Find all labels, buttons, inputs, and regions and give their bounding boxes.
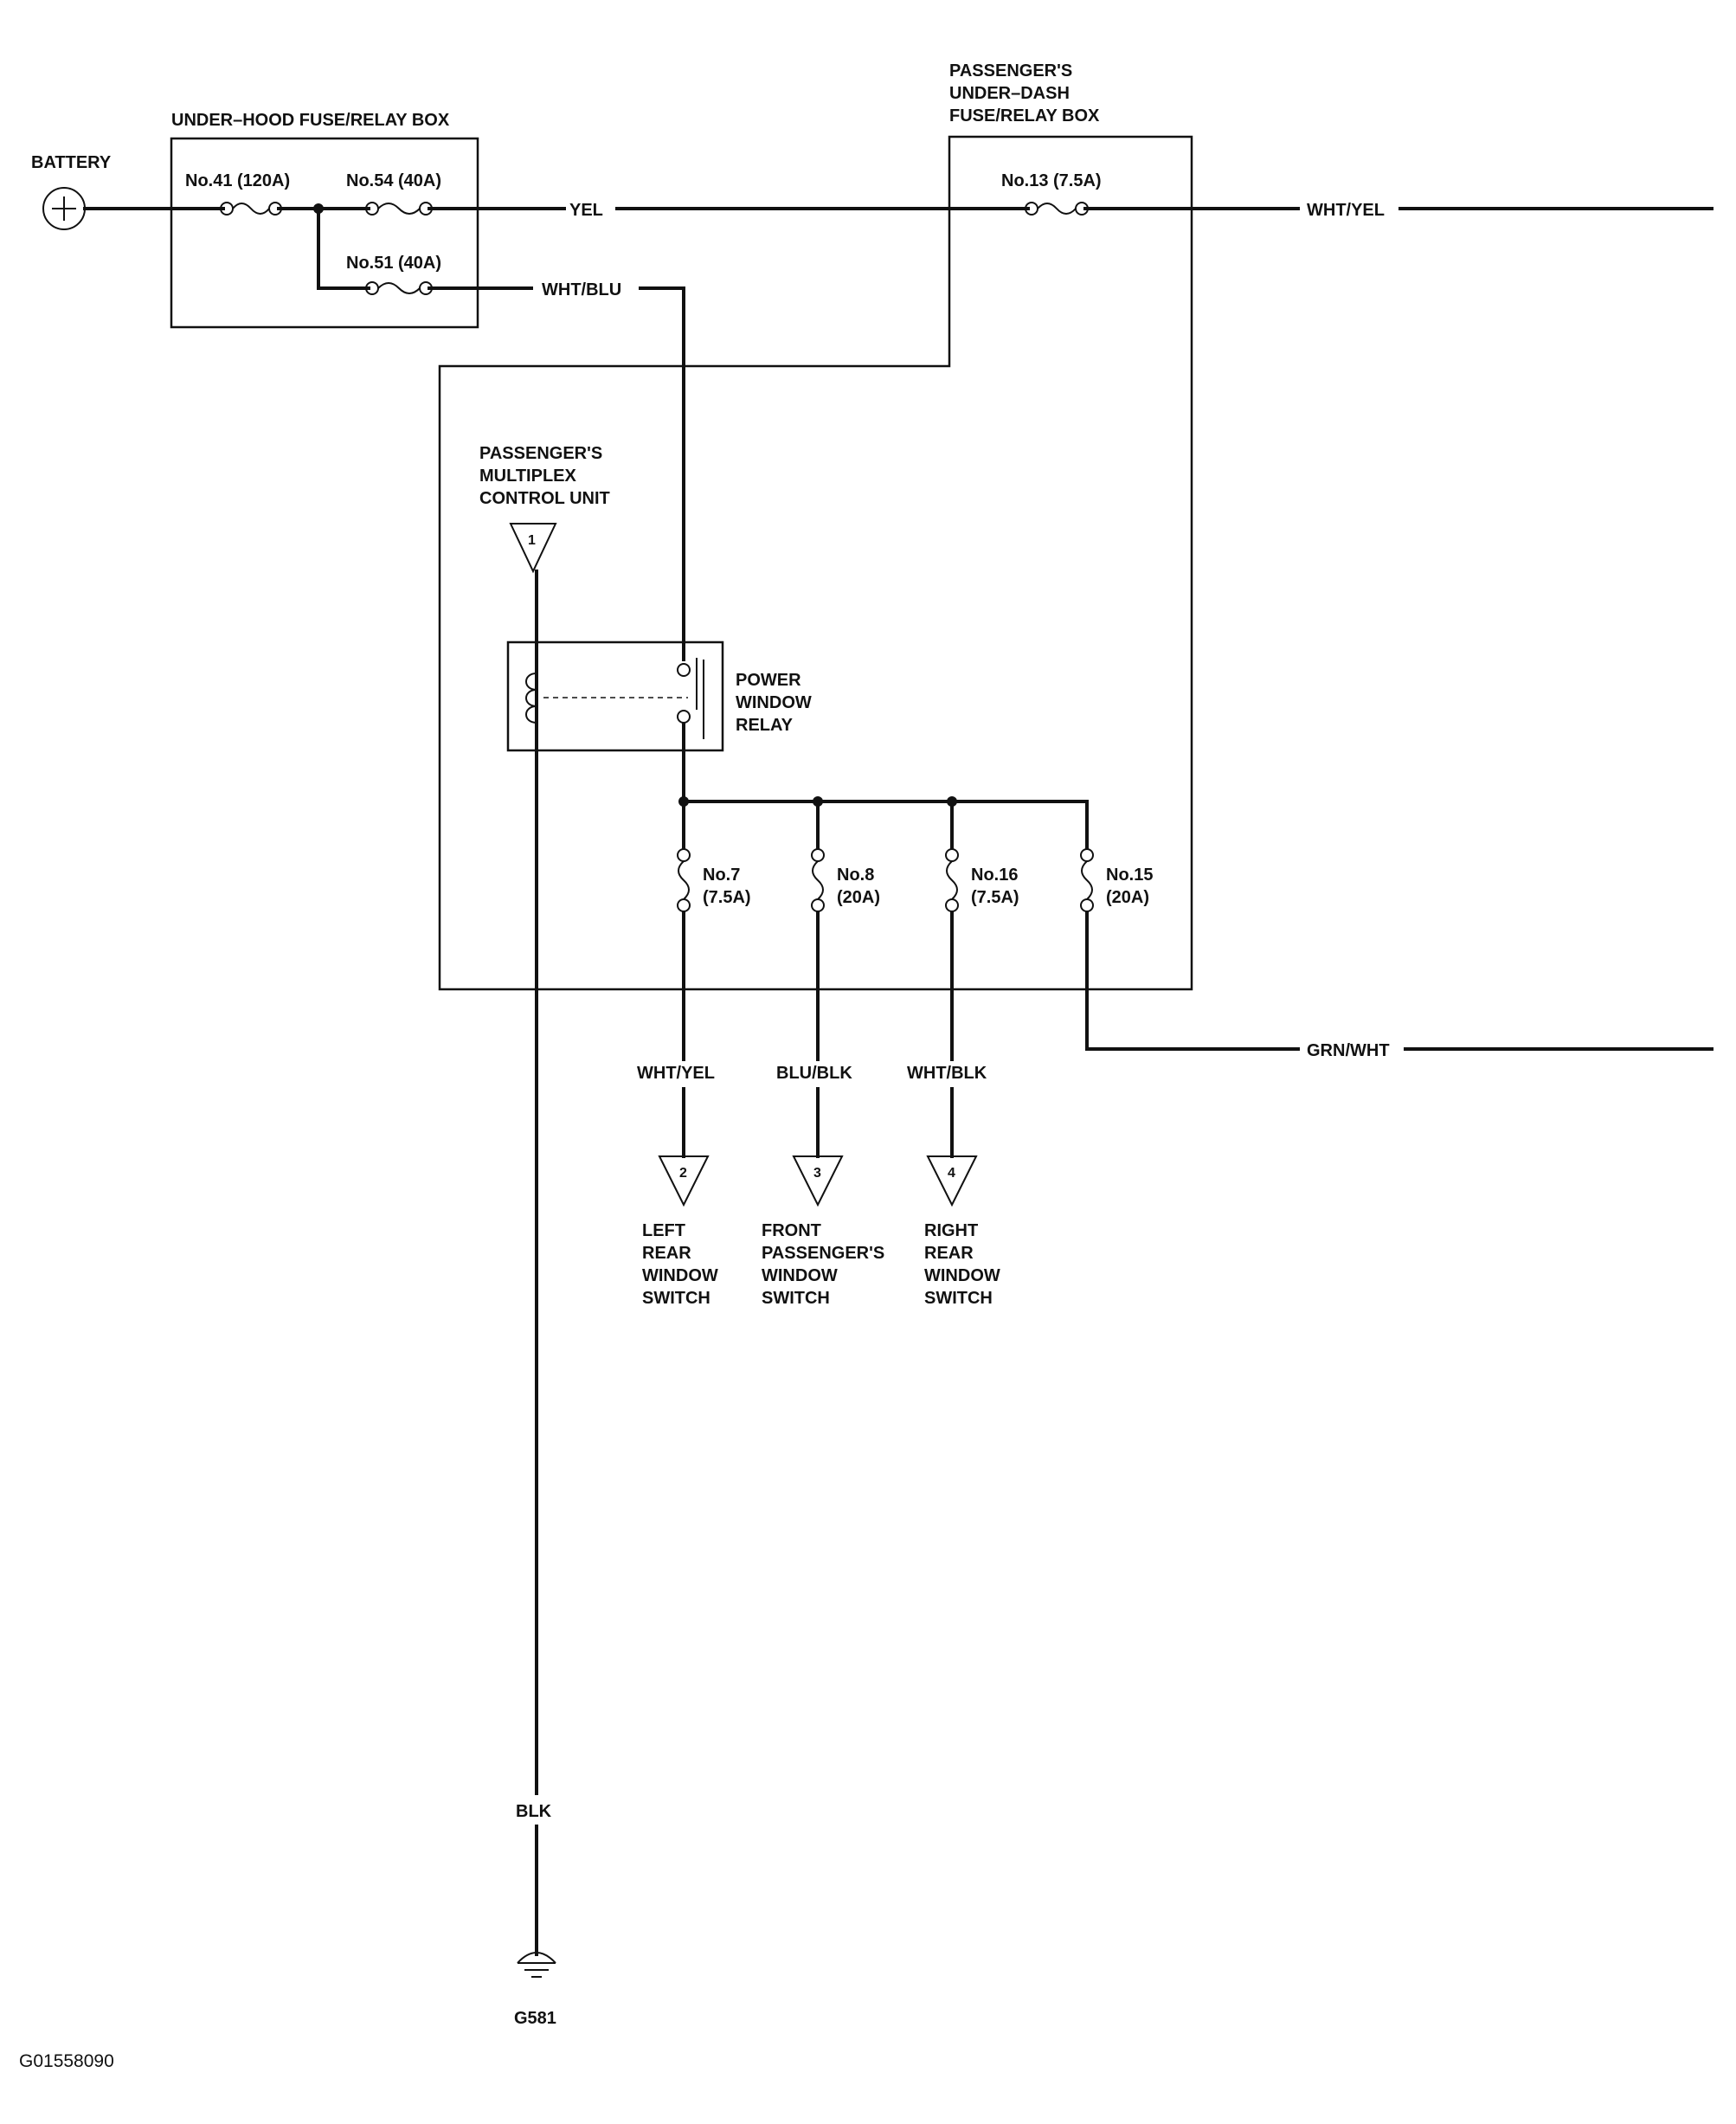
fuse-8 [811, 848, 825, 912]
fuse-8-label-2: (20A) [837, 888, 880, 907]
ground-symbol-g581 [517, 1952, 556, 1978]
connector-4 [926, 1155, 978, 1207]
relay-label-2: WINDOW [736, 693, 812, 712]
yel-wire-label: YEL [569, 201, 603, 220]
grn-wht-wire [1085, 911, 1300, 1051]
wht-blu-to-relay-wire [639, 286, 685, 661]
front-passenger-switch-label-3: WINDOW [762, 1266, 838, 1285]
multiplex-unit-label-2: MULTIPLEX [479, 467, 577, 486]
relay-label-1: POWER [736, 671, 801, 690]
left-rear-switch-label-4: SWITCH [642, 1289, 710, 1308]
fuse-15-label-2: (20A) [1106, 888, 1149, 907]
left-rear-switch-label-2: REAR [642, 1244, 691, 1263]
front-passenger-switch-label-2: PASSENGER'S [762, 1244, 884, 1263]
left-rear-switch-label-1: LEFT [642, 1221, 685, 1240]
fuse-7-label-1: No.7 [703, 866, 740, 885]
fuse-16 [945, 848, 959, 912]
right-rear-switch-label-2: REAR [924, 1244, 974, 1263]
battery-symbol [42, 187, 86, 230]
battery-label: BATTERY [31, 153, 112, 172]
front-passenger-switch-label-1: FRONT [762, 1221, 821, 1240]
left-rear-switch-label-3: WINDOW [642, 1266, 718, 1285]
connector-1-label: 1 [528, 533, 536, 548]
fuse-7 [677, 848, 691, 912]
wht-blu-wire-label: WHT/BLU [542, 280, 621, 299]
blk-wire-label: BLK [516, 1802, 552, 1821]
grn-wht-wire-label: GRN/WHT [1307, 1041, 1390, 1060]
connector-3-label: 3 [813, 1166, 821, 1181]
relay-contact [677, 658, 704, 739]
under-hood-box-title: UNDER–HOOD FUSE/RELAY BOX [171, 111, 450, 130]
wht-blk-branch-label: WHT/BLK [907, 1064, 987, 1083]
fuse-41-label: No.41 (120A) [185, 171, 290, 190]
connector-1 [509, 523, 557, 574]
fuse-51-label: No.51 (40A) [346, 254, 441, 273]
under-dash-box-title-1: PASSENGER'S [949, 61, 1072, 80]
fuse-13-label: No.13 (7.5A) [1001, 171, 1102, 190]
relay-label-3: RELAY [736, 716, 794, 735]
fuse-15 [1080, 848, 1094, 912]
fuse-13 [1025, 202, 1089, 216]
under-dash-box-title-2: UNDER–DASH [949, 84, 1070, 103]
passenger-under-dash-fuse-relay-box [438, 135, 1193, 991]
branch-bus-wire [682, 800, 1089, 850]
under-dash-box-title-3: FUSE/RELAY BOX [949, 106, 1100, 126]
right-rear-switch-label-4: SWITCH [924, 1289, 993, 1308]
multiplex-unit-label-1: PASSENGER'S [479, 444, 602, 463]
connector-4-label: 4 [948, 1166, 955, 1181]
connector-3 [792, 1155, 844, 1207]
fuse-41 [220, 202, 282, 216]
under-hood-fuse-relay-box [170, 137, 479, 329]
fuse-8-label-1: No.8 [837, 866, 874, 885]
connector-2 [658, 1155, 710, 1207]
fuse-54-label: No.54 (40A) [346, 171, 441, 190]
multiplex-unit-label-3: CONTROL UNIT [479, 489, 610, 508]
right-rear-switch-label-1: RIGHT [924, 1221, 978, 1240]
wht-yel-branch-label: WHT/YEL [637, 1064, 715, 1083]
wht-yel-top-label: WHT/YEL [1307, 201, 1385, 220]
power-window-relay [506, 640, 724, 752]
relay-coil [525, 673, 537, 724]
fuse-7-label-2: (7.5A) [703, 888, 751, 907]
front-passenger-switch-label-4: SWITCH [762, 1289, 830, 1308]
fuse-51 [365, 281, 433, 295]
splice-to-fuse51-wire [317, 207, 370, 290]
fuse-15-label-1: No.15 [1106, 866, 1153, 885]
ground-label: G581 [514, 2009, 556, 2028]
blu-blk-branch-label: BLU/BLK [776, 1064, 852, 1083]
fuse-16-label-2: (7.5A) [971, 888, 1019, 907]
right-rear-switch-label-3: WINDOW [924, 1266, 1000, 1285]
fuse-16-label-1: No.16 [971, 866, 1018, 885]
connector-2-label: 2 [679, 1166, 687, 1181]
fuse-54 [365, 202, 433, 216]
figure-id: G01558090 [19, 2051, 114, 2071]
